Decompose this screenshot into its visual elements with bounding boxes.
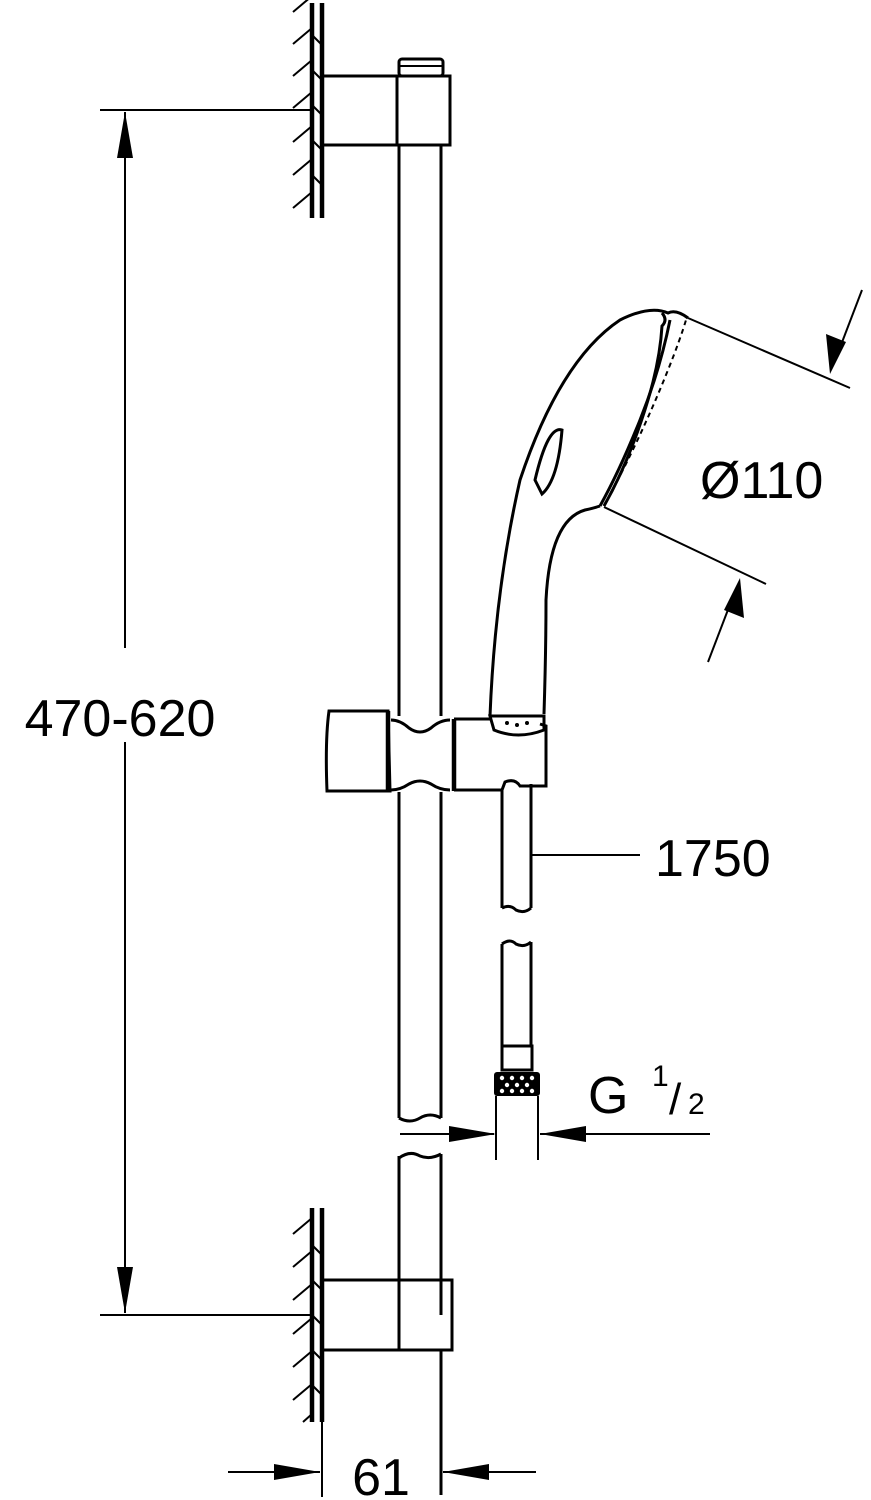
svg-text:1: 1 [652,1060,669,1093]
thread-dimension [400,1126,710,1142]
diameter-label: Ø110 [700,452,823,510]
rail-height-dimension [100,109,310,1316]
svg-text:/: / [669,1075,682,1124]
top-wall-hatching [292,0,325,218]
top-bracket [320,57,452,147]
bottom-bracket [320,1278,454,1495]
thread-label: G 1 / 2 [588,1060,705,1125]
hose [494,784,540,1160]
svg-text:G: G [588,1067,628,1125]
rail [397,145,443,1315]
svg-text:2: 2 [688,1088,705,1121]
diameter-dimension [603,289,863,663]
hand-shower [488,308,689,737]
projection-label: 61 [352,1449,410,1500]
projection-dimension [228,1422,536,1497]
hose-length-label: 1750 [655,830,771,888]
slider [324,709,548,793]
rail-height-label: 470-620 [25,690,216,748]
